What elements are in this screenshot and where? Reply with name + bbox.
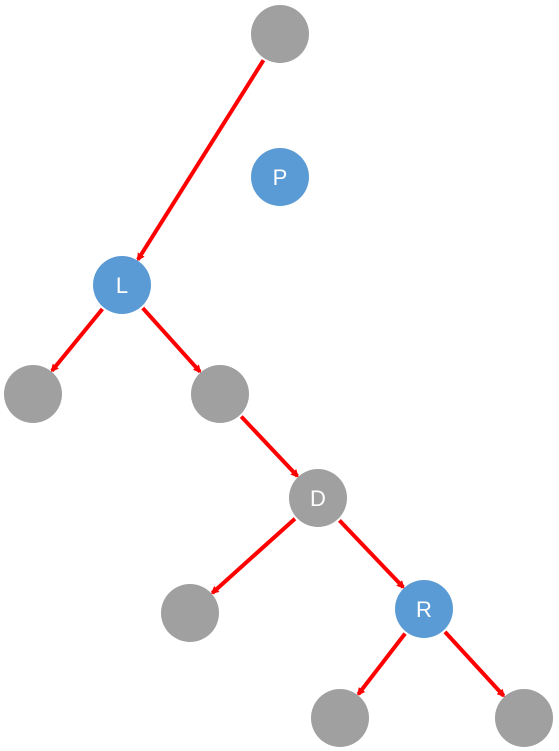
- node-circle-l-left: [4, 365, 62, 423]
- nodes-layer: P L D R: [4, 5, 553, 747]
- node-r-right: [495, 689, 553, 747]
- edge-d-to-r: [337, 519, 405, 589]
- node-l: L: [93, 256, 151, 314]
- node-circle-d: [289, 469, 347, 527]
- node-root: [251, 5, 309, 63]
- node-circle-l-right: [191, 365, 249, 423]
- node-l-left: [4, 365, 62, 423]
- edge-l-right-to-d: [239, 415, 299, 478]
- node-label-l: L: [116, 273, 128, 298]
- edge-d-to-d-left: [210, 517, 297, 595]
- edge-r-to-r-left: [356, 632, 407, 696]
- node-l-right: [191, 365, 249, 423]
- edges-layer: [50, 59, 506, 698]
- node-label-p: P: [273, 165, 288, 190]
- node-d: D: [289, 469, 347, 527]
- node-label-d: D: [310, 486, 326, 511]
- node-circle-d-left: [161, 584, 219, 642]
- node-circle-p: [251, 148, 309, 206]
- node-d-left: [161, 584, 219, 642]
- node-r-left: [311, 689, 369, 747]
- node-circle-l: [93, 256, 151, 314]
- edge-root-to-l: [136, 59, 266, 262]
- node-circle-root: [251, 5, 309, 63]
- edge-r-to-r-right: [443, 630, 506, 698]
- node-circle-r: [395, 580, 453, 638]
- node-r: R: [395, 580, 453, 638]
- node-p: P: [251, 148, 309, 206]
- node-label-r: R: [416, 597, 432, 622]
- edge-l-to-l-left: [50, 307, 104, 373]
- edge-l-to-l-right: [141, 306, 202, 374]
- node-circle-r-right: [495, 689, 553, 747]
- node-circle-r-left: [311, 689, 369, 747]
